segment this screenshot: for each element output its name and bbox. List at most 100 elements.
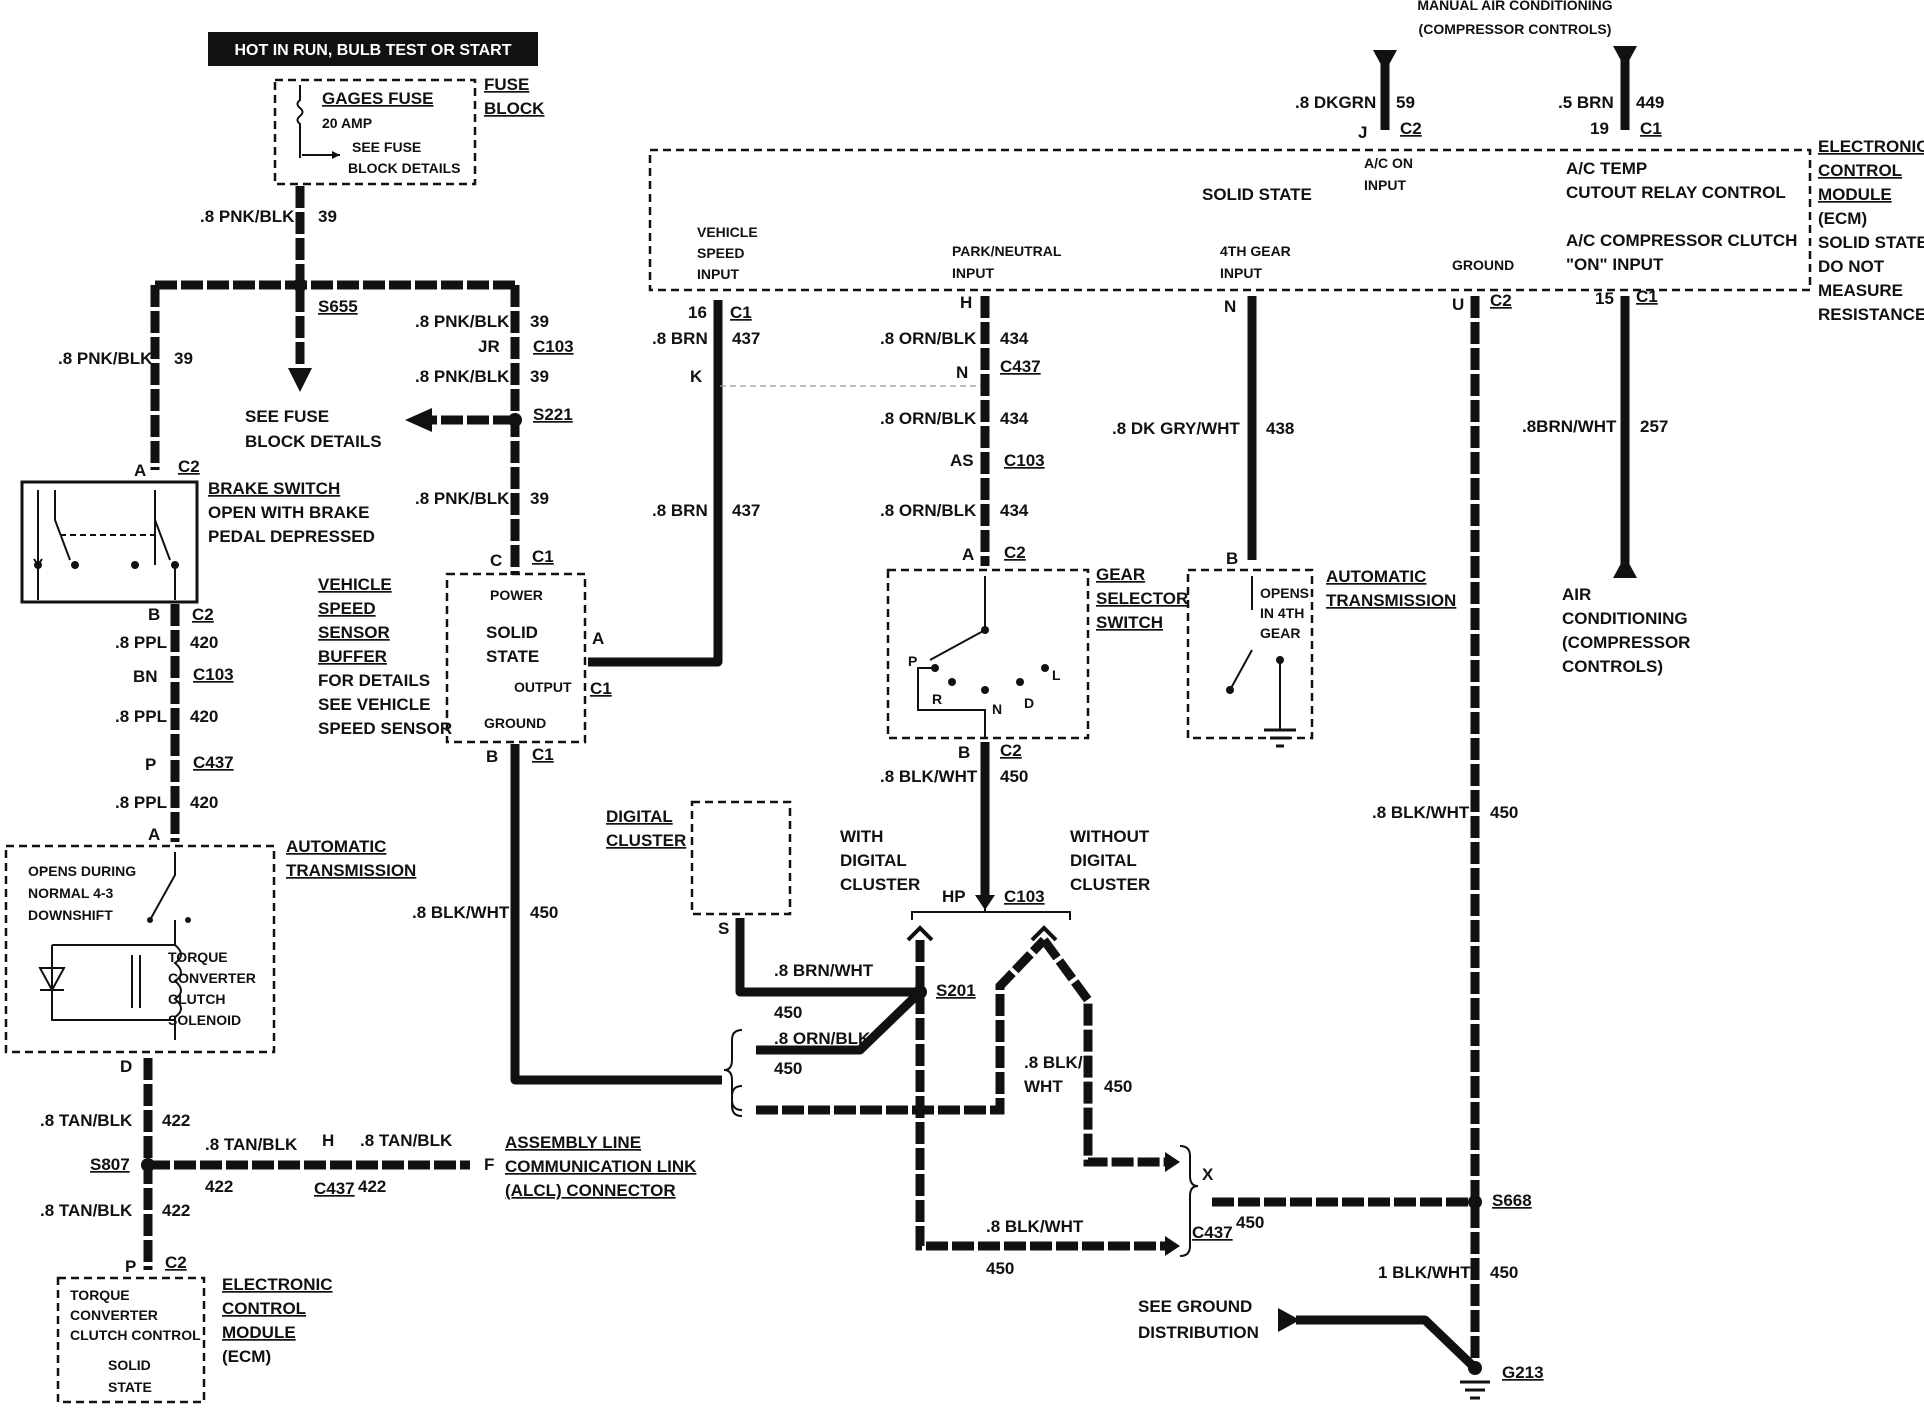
conn-c103-d: C103 xyxy=(1004,887,1045,906)
conn-x: X xyxy=(1202,1165,1214,1184)
gear-lbl-1: GEAR xyxy=(1096,565,1145,584)
wire-450-without-b xyxy=(1040,937,1172,1167)
wire-39-r2-num: 39 xyxy=(530,367,549,386)
ecm-vsi-2: SPEED xyxy=(697,245,744,261)
vss-b: B xyxy=(486,747,498,766)
fuse-block-label-2: BLOCK xyxy=(484,99,545,118)
fuse-name: GAGES FUSE xyxy=(322,89,433,108)
wire-434-l1: .8 ORN/BLK xyxy=(880,329,977,348)
splice-s668 xyxy=(1468,1195,1482,1209)
brake-line-2: PEDAL DEPRESSED xyxy=(208,527,375,546)
wo-1: WITHOUT xyxy=(1070,827,1150,846)
wire-39-r1-label: .8 PNK/BLK xyxy=(415,312,510,331)
ecm-b-r1: ELECTRONIC xyxy=(222,1275,333,1294)
brake-line-1: OPEN WITH BRAKE xyxy=(208,503,370,522)
fuse-block-label-1: FUSE xyxy=(484,75,529,94)
vss-a: A xyxy=(592,629,604,648)
wire-ornblk-n: 450 xyxy=(774,1059,802,1078)
vss-l5: FOR DETAILS xyxy=(318,671,430,690)
wire-420-l1: .8 PPL xyxy=(115,633,167,652)
conn-jr: JR xyxy=(478,337,500,356)
wire-437-n2: 437 xyxy=(732,501,760,520)
conn-as: AS xyxy=(950,451,974,470)
ecm-pn-1: PARK/NEUTRAL xyxy=(952,243,1062,259)
dc-s: S xyxy=(718,919,729,938)
at-lbl-2: TRANSMISSION xyxy=(1326,591,1456,610)
at-lbl-1: AUTOMATIC xyxy=(1326,567,1426,586)
wire-ornblk xyxy=(756,988,924,1055)
wire-438-n: 438 xyxy=(1266,419,1294,438)
wire-see-ground xyxy=(1296,1315,1479,1372)
wire-422-n4: 422 xyxy=(162,1201,190,1220)
gear-r: R xyxy=(932,691,942,707)
tcc-s4: SOLENOID xyxy=(168,1012,241,1028)
wire-449-l: .5 BRN xyxy=(1558,93,1614,112)
tcc-s3: CLUTCH xyxy=(168,991,226,1007)
ecm-b-l5: STATE xyxy=(108,1379,152,1395)
wire-257-n: 257 xyxy=(1640,417,1668,436)
ecm-b-c2: C2 xyxy=(165,1253,187,1272)
ecm-pn-2: INPUT xyxy=(952,265,994,281)
see-ground-1: SEE GROUND xyxy=(1138,1297,1252,1316)
vss-l4: BUFFER xyxy=(318,647,387,666)
conn-c103-a: C103 xyxy=(533,337,574,356)
wire-ornblk-l: .8 ORN/BLK xyxy=(774,1029,871,1048)
wire-422-h-l2: .8 TAN/BLK xyxy=(360,1131,453,1150)
wire-434-l3: .8 ORN/BLK xyxy=(880,501,977,520)
brake-c2a: C2 xyxy=(178,457,200,476)
wire-422-h-n: 422 xyxy=(205,1177,233,1196)
gear-selector-box xyxy=(886,568,1090,740)
vss-c: C xyxy=(490,551,502,570)
wire-39-left-label: .8 PNK/BLK xyxy=(58,349,153,368)
conn-c437-a: C437 xyxy=(193,753,234,772)
wire-450-n1: 450 xyxy=(530,903,558,922)
arrow-see-fuse-2 xyxy=(405,408,432,432)
tcc-a: A xyxy=(148,825,160,844)
wire-brnwht-l: .8 BRN/WHT xyxy=(774,961,874,980)
power-banner xyxy=(208,32,538,66)
ecm-h: H xyxy=(960,293,972,312)
ac-l3: (COMPRESSOR xyxy=(1562,633,1690,652)
wire-420-n1: 420 xyxy=(190,633,218,652)
ecm-c1a: C1 xyxy=(730,303,752,322)
wo-3: CLUSTER xyxy=(1070,875,1150,894)
ecm-clutch-2: "ON" INPUT xyxy=(1566,255,1664,274)
vss-output: OUTPUT xyxy=(514,679,572,695)
ecm-r5: SOLID STATE: xyxy=(1818,233,1924,252)
tcc-d: D xyxy=(120,1057,132,1076)
gear-lbl-2: SELECTOR xyxy=(1096,589,1188,608)
wire-brnwht-n: 450 xyxy=(774,1003,802,1022)
wire-420-n3: 420 xyxy=(190,793,218,812)
wire-59-n: 59 xyxy=(1396,93,1415,112)
tcc-lbl-2: TRANSMISSION xyxy=(286,861,416,880)
ac-header-2: (COMPRESSOR CONTROLS) xyxy=(1419,21,1612,37)
wire-437-l1: .8 BRN xyxy=(652,329,708,348)
conn-c437-d: C437 xyxy=(1192,1223,1233,1242)
tcc-t1: OPENS DURING xyxy=(28,863,136,879)
ac-l2: CONDITIONING xyxy=(1562,609,1688,628)
gear-b: B xyxy=(958,743,970,762)
vss-c1: C1 xyxy=(532,547,554,566)
ac-l4: CONTROLS) xyxy=(1562,657,1663,676)
ecm-r7: MEASURE xyxy=(1818,281,1903,300)
fuse-note-2: BLOCK DETAILS xyxy=(348,160,461,176)
wire-422-h-n2: 422 xyxy=(358,1177,386,1196)
ecm-b-l2: CONVERTER xyxy=(70,1307,158,1323)
ecm-15: 15 xyxy=(1595,289,1614,308)
ecm-r2: CONTROL xyxy=(1818,161,1902,180)
vss-c1c: C1 xyxy=(532,745,554,764)
wire-449-n: 449 xyxy=(1636,93,1664,112)
ecm-r1: ELECTRONIC xyxy=(1818,137,1924,156)
vss-l6: SEE VEHICLE xyxy=(318,695,430,714)
conn-k: K xyxy=(690,367,703,386)
wire-450-gnd-n: 450 xyxy=(1490,1263,1518,1282)
alcl-3: (ALCL) CONNECTOR xyxy=(505,1181,676,1200)
gear-a: A xyxy=(962,545,974,564)
conn-19: 19 xyxy=(1590,119,1609,138)
alcl-2: COMMUNICATION LINK xyxy=(505,1157,697,1176)
brake-switch-box xyxy=(20,480,199,604)
wire-422-h-l: .8 TAN/BLK xyxy=(205,1135,298,1154)
wire-434-n3: 434 xyxy=(1000,501,1029,520)
wire-39-r3-num: 39 xyxy=(530,489,549,508)
wire-450-x-n: 450 xyxy=(1236,1213,1264,1232)
